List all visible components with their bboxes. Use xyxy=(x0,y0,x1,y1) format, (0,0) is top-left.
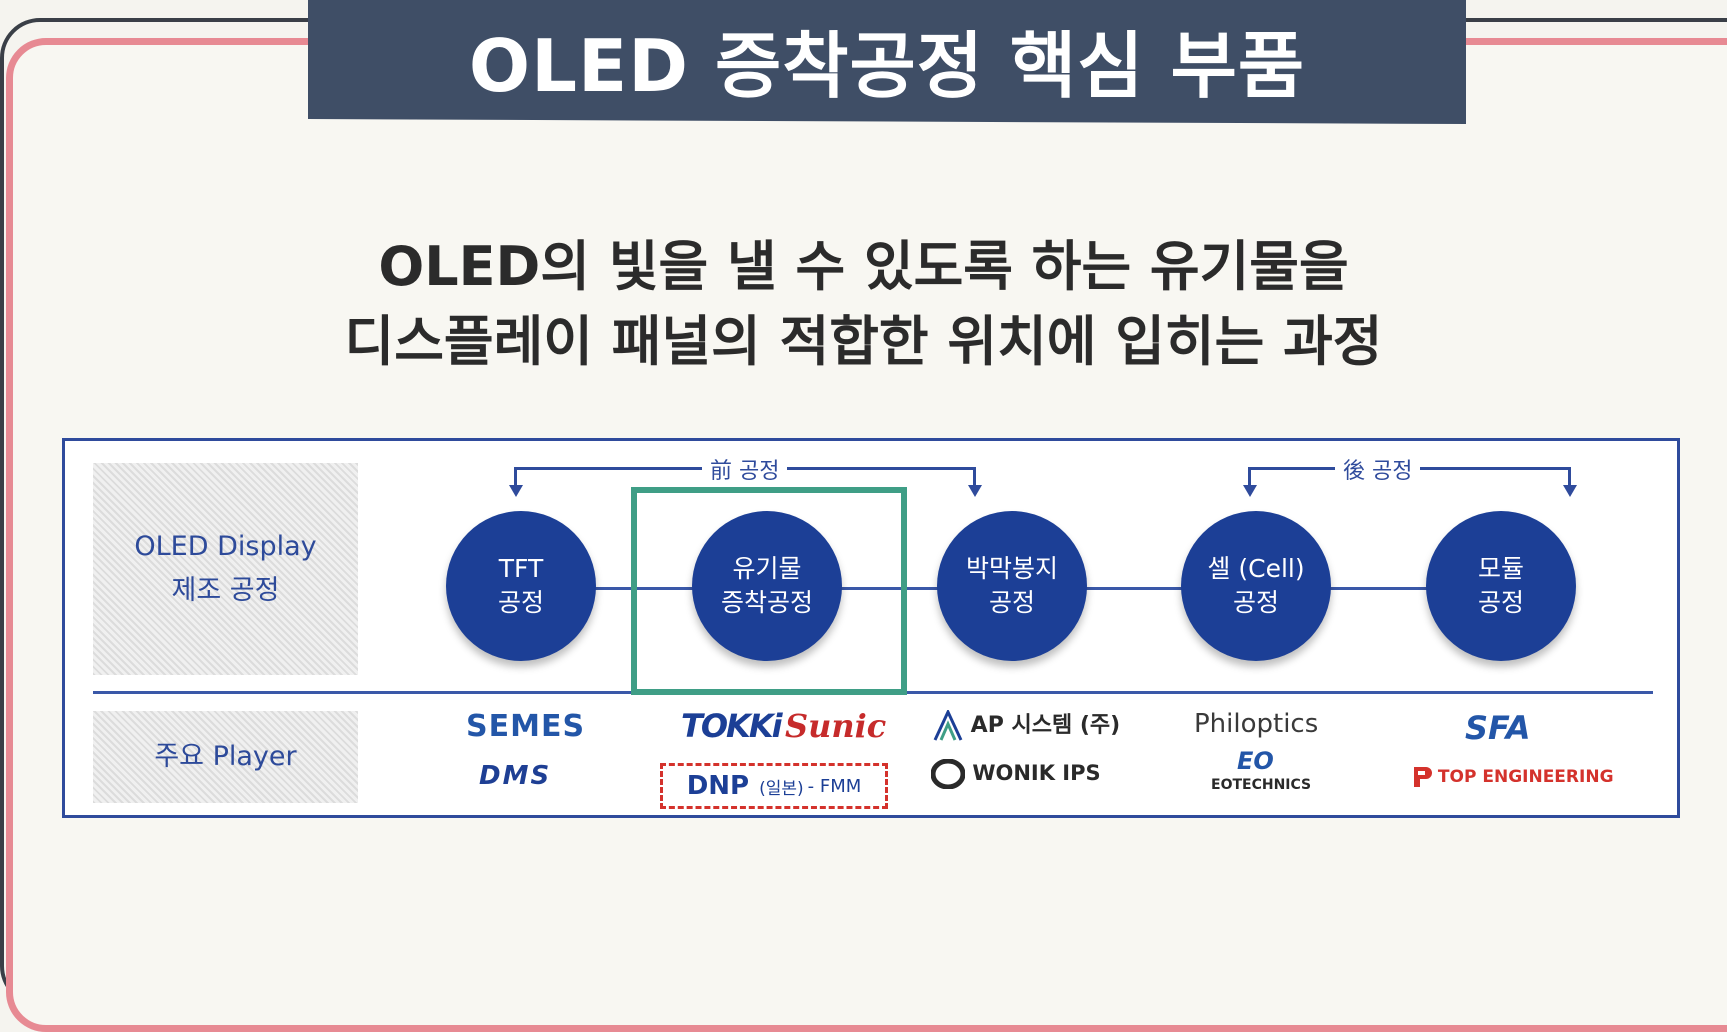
step-encapsulation-line2: 공정 xyxy=(988,588,1035,617)
back-bracket-left-arrow xyxy=(1243,485,1257,497)
back-bracket-left-stem xyxy=(1248,467,1251,487)
player-tokki: TOKKi xyxy=(681,707,783,745)
step-module: 모듈 공정 xyxy=(1426,511,1576,661)
subtitle-line-2: 디스플레이 패널의 적합한 위치에 입히는 과정 xyxy=(344,310,1383,373)
front-bracket-right-stem xyxy=(973,467,976,487)
player-top-engineering: TOP ENGINEERING xyxy=(1412,765,1614,789)
step-cell: 셀 (Cell) 공정 xyxy=(1181,511,1331,661)
page-title: OLED 증착공정 핵심 부품 xyxy=(468,23,1306,108)
player-sfa: SFA xyxy=(1465,709,1531,747)
back-process-label: 後 공정 xyxy=(1335,453,1421,485)
dnp-fmm-box: DNP (일본) - FMM xyxy=(660,763,888,809)
player-dnp-fmm: - FMM xyxy=(807,775,862,797)
step-cell-line2: 공정 xyxy=(1232,588,1279,617)
player-wonik-ips: WONIK IPS xyxy=(931,759,1101,789)
player-ap-systems: AP 시스템 (주) xyxy=(933,707,1120,742)
player-semes: SEMES xyxy=(466,709,586,744)
player-dnp-country: (일본) xyxy=(759,778,804,799)
title-banner: OLED 증착공정 핵심 부품 xyxy=(308,0,1466,124)
front-bracket-right-arrow xyxy=(968,485,982,497)
wonik-logo-icon xyxy=(931,759,965,789)
step-tft-line2: 공정 xyxy=(497,588,544,617)
step-module-line2: 공정 xyxy=(1477,588,1524,617)
step-module-line1: 모듈 xyxy=(1477,554,1524,583)
step-encapsulation: 박막봉지 공정 xyxy=(937,511,1087,661)
process-diagram: OLED Display 제조 공정 주요 Player 前 공정 後 공정 T… xyxy=(62,438,1680,818)
ap-systems-logo-icon xyxy=(933,710,963,741)
step-deposition-line1: 유기물 xyxy=(732,554,802,583)
row-label-players: 주요 Player xyxy=(93,711,358,803)
step-tft: TFT 공정 xyxy=(446,511,596,661)
row-label-players-text: 주요 Player xyxy=(154,741,297,772)
row-label-manufacturing-line1: OLED Display xyxy=(134,531,317,562)
subtitle-line-1: OLED의 빛을 낼 수 있도록 하는 유기물을 xyxy=(378,235,1349,298)
top-engineering-logo-icon xyxy=(1414,767,1432,787)
deposition-highlight-box xyxy=(631,487,907,695)
step-deposition: 유기물 증착공정 xyxy=(692,511,842,661)
player-dms: DMS xyxy=(479,761,552,791)
back-bracket-right-stem xyxy=(1568,467,1571,487)
step-deposition-line2: 증착공정 xyxy=(720,588,813,617)
player-eotechnics: EOTECHNICS xyxy=(1211,777,1312,793)
step-tft-line1: TFT xyxy=(498,554,544,583)
front-bracket-left-stem xyxy=(514,467,517,487)
front-process-label: 前 공정 xyxy=(702,453,788,485)
player-eo-logo: EO xyxy=(1237,747,1274,775)
player-ap-systems-text: AP 시스템 (주) xyxy=(970,713,1121,738)
row-label-manufacturing: OLED Display 제조 공정 xyxy=(93,463,358,675)
player-philoptics: Philoptics xyxy=(1194,709,1319,739)
back-bracket-right-arrow xyxy=(1563,485,1577,497)
player-sunic: Sunic xyxy=(785,707,887,745)
row-label-manufacturing-line2: 제조 공정 xyxy=(171,575,280,606)
player-top-engineering-text: TOP ENGINEERING xyxy=(1437,767,1614,787)
front-bracket-left-arrow xyxy=(509,485,523,497)
player-wonik-ips-text: WONIK IPS xyxy=(972,761,1101,785)
step-cell-line1: 셀 (Cell) xyxy=(1207,554,1305,583)
step-encapsulation-line1: 박막봉지 xyxy=(965,554,1058,583)
player-dnp: DNP xyxy=(686,771,750,801)
